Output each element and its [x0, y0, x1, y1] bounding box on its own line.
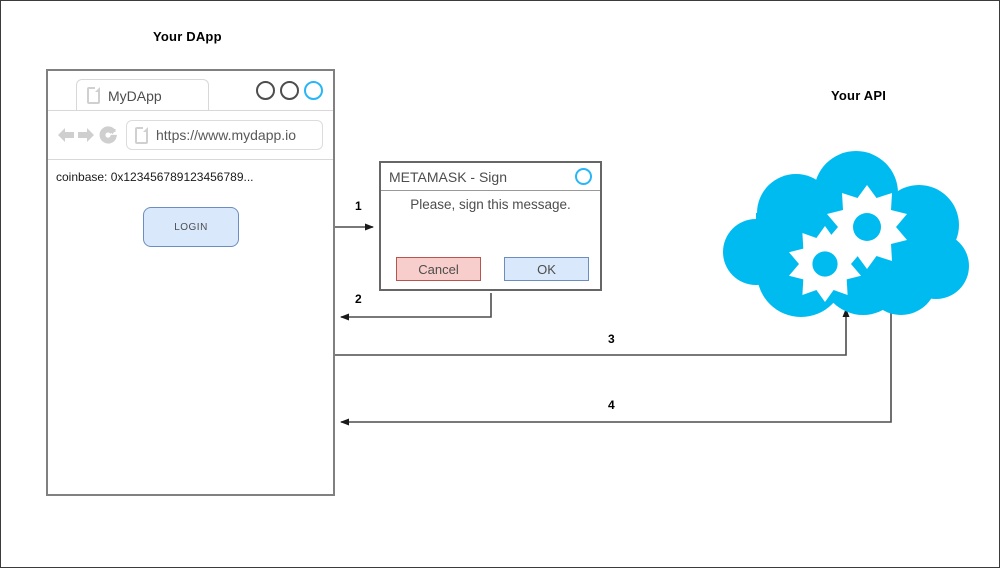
api-title: Your API — [831, 88, 887, 103]
reload-icon[interactable] — [98, 125, 118, 145]
dapp-title: Your DApp — [153, 29, 222, 44]
metamask-title: METAMASK - Sign — [389, 168, 507, 185]
metamask-sign-dialog: METAMASK - Sign Please, sign this messag… — [379, 161, 602, 291]
page-icon — [135, 126, 148, 144]
arrow-step-2 — [340, 293, 492, 321]
close-circle-icon[interactable] — [575, 168, 592, 185]
window-controls — [256, 81, 323, 100]
step-label-4: 4 — [608, 398, 615, 412]
toolbar-divider — [48, 159, 333, 160]
url-field[interactable]: https://www.mydapp.io — [126, 120, 323, 150]
arrow-step-4 — [340, 306, 892, 426]
cloud-gears-icon — [723, 151, 969, 318]
metamask-message: Please, sign this message. — [410, 197, 571, 212]
arrow-left-icon[interactable] — [56, 125, 76, 145]
browser-tabstrip: MyDApp — [48, 71, 333, 111]
ok-button[interactable]: OK — [504, 257, 589, 281]
arrow-right-icon[interactable] — [76, 125, 96, 145]
step-label-3: 3 — [608, 332, 615, 346]
maximize-dot-icon[interactable] — [280, 81, 299, 100]
metamask-titlebar: METAMASK - Sign — [381, 163, 600, 191]
gear-small — [789, 226, 861, 302]
browser-tab-mydapp[interactable]: MyDApp — [76, 79, 209, 111]
url-text: https://www.mydapp.io — [156, 127, 297, 143]
browser-tab-label: MyDApp — [108, 87, 162, 104]
cancel-button[interactable]: Cancel — [396, 257, 481, 281]
browser-window: MyDApp — [46, 69, 335, 496]
step-label-1: 1 — [355, 199, 362, 213]
tabstrip-divider — [48, 110, 333, 111]
close-dot-icon[interactable] — [304, 81, 323, 100]
browser-toolbar: https://www.mydapp.io — [48, 111, 333, 159]
minimize-dot-icon[interactable] — [256, 81, 275, 100]
login-button[interactable]: LOGIN — [143, 207, 239, 247]
page-icon — [87, 87, 100, 104]
step-label-2: 2 — [355, 292, 362, 306]
gear-large — [827, 185, 907, 269]
coinbase-label: coinbase: 0x123456789123456789... — [56, 170, 254, 184]
